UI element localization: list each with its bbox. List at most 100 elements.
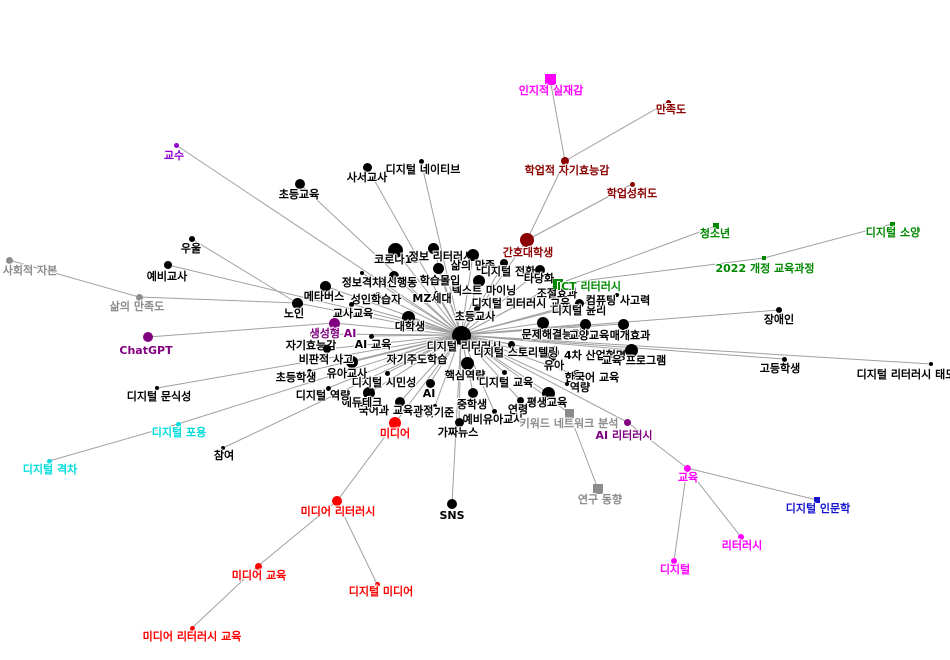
node-korean-curriculum[interactable] (395, 397, 405, 407)
node-chatgpt[interactable] (143, 332, 153, 342)
node-digital-soyang[interactable] (889, 221, 895, 227)
node-librarian-teacher[interactable] (362, 162, 372, 172)
node-digital-humanities[interactable] (814, 497, 820, 503)
node-fake-news[interactable] (454, 417, 464, 427)
node-academic-achievement[interactable] (629, 181, 635, 187)
node-digital-education[interactable] (501, 369, 507, 375)
node-innovation-behavior[interactable] (389, 271, 399, 281)
node-digital-native[interactable] (418, 158, 424, 164)
node-digital-inclusion[interactable] (175, 421, 181, 427)
node-digital-divide[interactable] (46, 458, 52, 464)
node-life-satisfaction-k[interactable] (467, 249, 479, 261)
node-teacher-education[interactable] (348, 301, 354, 307)
node-info-divide[interactable] (360, 271, 364, 275)
node-academic-self-efficacy[interactable] (561, 157, 569, 165)
node-validation[interactable] (535, 265, 545, 275)
node-elementary-students[interactable] (306, 368, 312, 374)
node-curriculum-2022[interactable] (762, 256, 766, 260)
node-korean-lang-edu[interactable] (572, 370, 582, 380)
node-pre-service-teacher[interactable] (164, 261, 172, 269)
node-label-participation: 참여 (213, 449, 235, 462)
node-label-ict-literacy: ICT 리터러시 (557, 280, 621, 293)
edge-digital-literacy-lifelong-edu (460, 334, 549, 394)
node-digital-ethics[interactable] (574, 298, 584, 308)
node-liberal-arts-edu[interactable] (579, 318, 591, 330)
node-digital-competency[interactable] (325, 385, 331, 391)
node-keyword-network[interactable] (564, 408, 574, 418)
node-digital-munsikseong[interactable] (155, 386, 159, 390)
node-literacy-m[interactable] (738, 534, 744, 540)
node-core-competency[interactable] (460, 356, 474, 370)
node-learning-flow[interactable] (432, 262, 444, 274)
node-edu-program[interactable] (624, 343, 638, 357)
node-education-m[interactable] (683, 464, 691, 472)
node-adult-learners[interactable] (376, 292, 380, 296)
node-research-trends[interactable] (593, 484, 603, 494)
node-social-capital[interactable] (5, 256, 13, 264)
node-mediation-effect[interactable] (617, 318, 629, 330)
node-problem-solving[interactable] (537, 317, 549, 329)
node-critical-thinking[interactable] (323, 345, 331, 353)
node-high-school[interactable] (781, 356, 787, 362)
node-ict-literacy[interactable] (553, 279, 563, 289)
node-digital-media[interactable] (374, 581, 380, 587)
node-label-critical-thinking: 비판적 사고 (298, 353, 354, 366)
node-coronavirus19[interactable] (387, 242, 403, 258)
node-elderly[interactable] (291, 297, 303, 309)
node-label-elementary-students: 초등학생 (275, 371, 317, 384)
node-university-students[interactable] (401, 310, 415, 324)
node-cognitive-presence[interactable] (544, 73, 556, 85)
node-self-efficacy[interactable] (309, 331, 315, 337)
node-digital-transformation[interactable] (500, 259, 508, 267)
node-media-literacy[interactable] (332, 496, 342, 506)
node-ai[interactable] (425, 378, 435, 388)
node-lifelong-edu[interactable] (541, 386, 555, 400)
node-digital-storytelling[interactable] (507, 340, 515, 348)
node-info-literacy[interactable] (427, 242, 439, 254)
node-media-lit-edu[interactable] (189, 625, 195, 631)
node-label-pre-ec-teachers: 예비유아교사 (462, 413, 524, 426)
node-elementary-teacher[interactable] (474, 306, 480, 312)
node-self-directed-learning[interactable] (389, 356, 393, 360)
node-label-social-capital: 사회적 자본 (2, 264, 58, 277)
node-metaverse[interactable] (319, 280, 331, 292)
node-fourth-ir[interactable] (545, 345, 559, 359)
node-digital-m[interactable] (671, 558, 677, 564)
node-youth[interactable] (713, 223, 719, 229)
edge-digital-literacy-life-satisfaction-k (460, 254, 474, 336)
node-computing-thinking[interactable] (615, 293, 619, 297)
node-elementary-edu[interactable] (295, 179, 305, 189)
edge-digital-literacy-coronavirus19 (394, 249, 462, 336)
node-ai-literacy[interactable] (623, 418, 631, 426)
edge-digital-literacy-self-efficacy (311, 333, 462, 336)
node-professor[interactable] (173, 142, 179, 148)
node-sns[interactable] (447, 499, 457, 509)
edge-digital-literacy-keyword-network (460, 334, 570, 414)
node-digital-literacy[interactable] (451, 325, 471, 345)
node-media[interactable] (389, 417, 401, 429)
node-middle-school[interactable] (468, 388, 478, 398)
node-depression[interactable] (189, 236, 195, 242)
node-dl-education[interactable] (481, 298, 485, 302)
node-ai-education[interactable] (368, 333, 374, 339)
node-disabled[interactable] (776, 307, 782, 313)
node-edutech[interactable] (363, 387, 375, 399)
node-achievement-standards[interactable] (433, 404, 437, 408)
node-satisfaction[interactable] (665, 99, 671, 105)
node-participation[interactable] (221, 446, 225, 450)
node-life-satisfaction-gray[interactable] (135, 293, 143, 301)
node-early-childhood[interactable] (550, 356, 556, 362)
node-ec-teacher[interactable] (346, 356, 358, 368)
node-text-mining[interactable] (473, 275, 485, 287)
node-age[interactable] (516, 396, 524, 404)
node-nursing-students[interactable] (520, 233, 534, 247)
node-media-edu[interactable] (254, 562, 262, 570)
node-digital-citizenship[interactable] (384, 370, 390, 376)
node-pre-ec-teachers[interactable] (491, 408, 497, 414)
node-moderation-effect[interactable] (540, 290, 544, 294)
node-competency[interactable] (565, 382, 569, 386)
node-label-life-satisfaction-gray: 삶의 만족도 (109, 300, 165, 313)
node-generative-ai[interactable] (328, 317, 340, 329)
node-mz-generation[interactable] (433, 290, 439, 296)
node-dl-attitude[interactable] (929, 362, 933, 366)
